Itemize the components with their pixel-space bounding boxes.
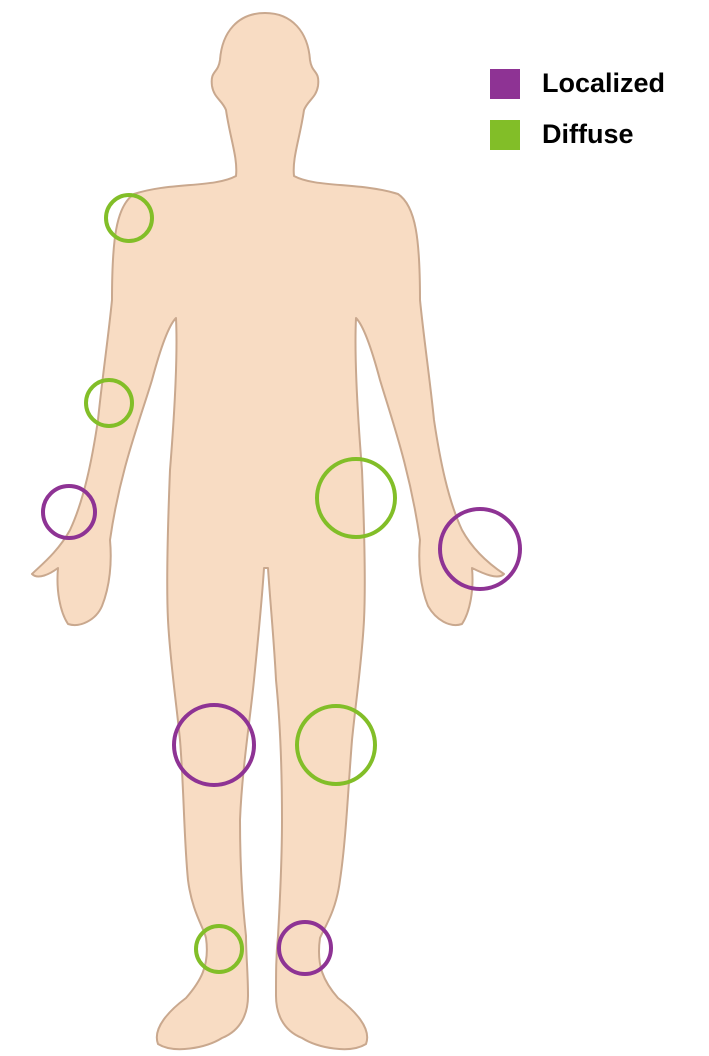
human-body-silhouette xyxy=(32,13,504,1049)
localized-swatch-icon xyxy=(490,69,520,99)
diffuse-swatch-icon xyxy=(490,120,520,150)
legend-item-diffuse: Diffuse xyxy=(490,117,665,152)
legend-label-diffuse: Diffuse xyxy=(542,119,634,150)
legend-item-localized: Localized xyxy=(490,66,665,101)
legend: Localized Diffuse xyxy=(490,66,665,170)
legend-label-localized: Localized xyxy=(542,68,665,99)
